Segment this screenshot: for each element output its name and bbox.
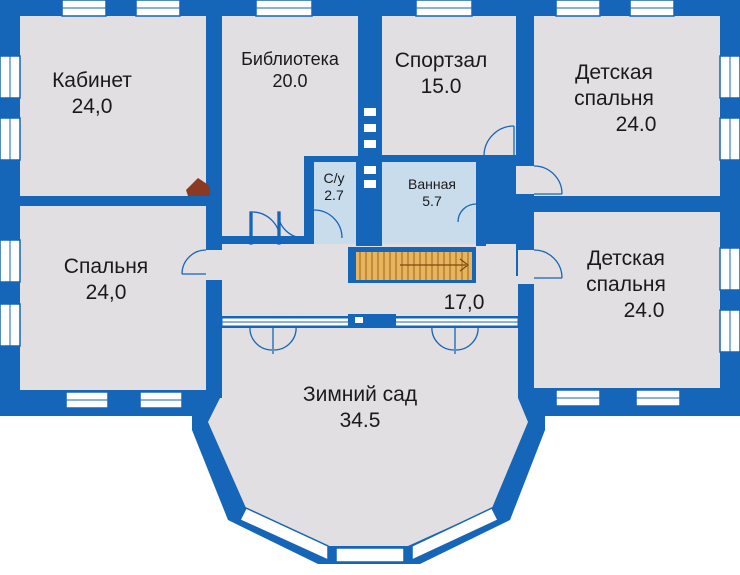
windows — [0, 0, 740, 563]
kids1-label: Детская спальня 24.0 — [554, 60, 674, 138]
room-fills — [20, 16, 720, 546]
cabinet-label: Кабинет 24,0 — [40, 68, 144, 120]
kids2-name-line1: Детская — [587, 247, 665, 270]
kids2-name-line2: спальня — [586, 273, 666, 296]
gym-name: Спортзал — [394, 49, 488, 72]
room-bath — [382, 162, 476, 246]
doors — [181, 125, 563, 354]
room-bedroom — [20, 206, 206, 390]
kids2-label: Детская спальня 24.0 — [566, 246, 686, 324]
bedroom-name: Спальня — [63, 255, 149, 278]
kids2-area: 24.0 — [623, 299, 665, 322]
garden-area: 34.5 — [339, 409, 381, 432]
gym-label: Спортзал 15.0 — [382, 48, 500, 100]
kids1-area: 24.0 — [615, 113, 657, 136]
vent-blocks — [364, 108, 376, 188]
stairs — [348, 247, 476, 283]
hall-area: 17,0 — [443, 291, 485, 314]
room-kids1 — [534, 16, 720, 196]
library-label: Библиотека 20.0 — [222, 48, 358, 92]
bath-label: Ванная 5.7 — [392, 176, 472, 210]
bedroom-label: Спальня 24,0 — [44, 254, 168, 306]
fireplace — [186, 178, 210, 196]
room-garden — [208, 328, 528, 546]
room-gym — [382, 16, 516, 155]
room-wc — [312, 162, 356, 246]
bath-area: 5.7 — [422, 193, 442, 209]
glass-partition — [221, 314, 519, 328]
room-cabinet — [20, 16, 206, 196]
wc-label: С/у 2.7 — [312, 170, 356, 204]
kids1-name-line1: Детская — [575, 61, 653, 84]
room-kids2 — [534, 212, 720, 388]
kids1-name-line2: спальня — [574, 87, 654, 110]
garden-name: Зимний сад — [302, 383, 418, 406]
wc-name: С/у — [323, 170, 345, 186]
garden-label: Зимний сад 34.5 — [270, 382, 450, 434]
library-area: 20.0 — [272, 71, 308, 91]
library-name: Библиотека — [241, 49, 339, 69]
bedroom-area: 24,0 — [85, 281, 127, 304]
cabinet-name: Кабинет — [52, 69, 132, 92]
cabinet-area: 24,0 — [71, 95, 113, 118]
wc-area: 2.7 — [324, 187, 344, 203]
bath-name: Ванная — [408, 176, 456, 192]
gym-area: 15.0 — [420, 75, 462, 98]
